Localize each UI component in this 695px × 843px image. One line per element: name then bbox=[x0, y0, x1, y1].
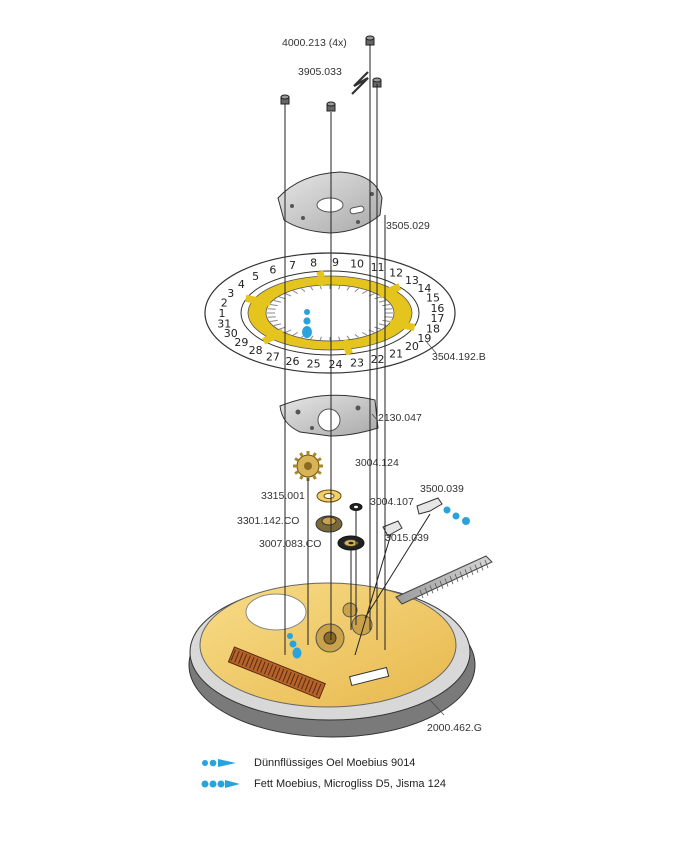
legend-grease-icon bbox=[201, 780, 240, 788]
legend-oil-icon bbox=[202, 759, 236, 767]
lever-3500-039 bbox=[416, 497, 443, 515]
oil-drop-lever bbox=[443, 506, 470, 525]
pinion-3004-124 bbox=[293, 451, 323, 481]
date-number: 30 bbox=[224, 327, 238, 340]
spring-3905-033 bbox=[351, 71, 369, 95]
date-number: 14 bbox=[417, 282, 431, 295]
date-number: 10 bbox=[350, 258, 364, 271]
date-number: 3 bbox=[227, 287, 234, 300]
date-number: 2 bbox=[221, 297, 228, 310]
mid-plate bbox=[279, 394, 379, 437]
screw bbox=[326, 101, 336, 112]
lever-3015-039 bbox=[382, 520, 403, 537]
label-plate-top: 3505.029 bbox=[386, 220, 430, 232]
date-number: 16 bbox=[430, 302, 444, 315]
date-number: 18 bbox=[426, 322, 440, 335]
date-number: 22 bbox=[371, 353, 385, 366]
washer-3315-001 bbox=[316, 489, 342, 503]
date-number: 15 bbox=[426, 292, 440, 305]
label-wheel-a: 3004.124 bbox=[355, 457, 399, 469]
label-screws: 4000.213 (4x) bbox=[282, 37, 347, 49]
date-number: 31 bbox=[217, 317, 231, 330]
label-wheel-c: 3301.142.CO bbox=[237, 515, 300, 527]
date-number: 8 bbox=[310, 257, 317, 270]
leader-lines bbox=[371, 339, 445, 716]
date-number: 29 bbox=[234, 336, 248, 349]
date-number: 9 bbox=[332, 256, 339, 269]
screw bbox=[365, 35, 375, 46]
date-number: 13 bbox=[405, 274, 419, 287]
date-number: 12 bbox=[389, 267, 403, 280]
label-lever-left: 3015.039 bbox=[385, 532, 429, 544]
screw bbox=[280, 94, 290, 105]
screws bbox=[280, 35, 382, 112]
assembly-lines bbox=[284, 44, 431, 656]
top-plate bbox=[277, 171, 383, 234]
winding-stem bbox=[395, 555, 493, 605]
ratchet-bar bbox=[227, 646, 326, 700]
jewel-3004-107 bbox=[349, 503, 363, 511]
label-movement: 2000.462.G bbox=[427, 722, 482, 734]
oil-drop-plate bbox=[287, 633, 302, 659]
date-number: 21 bbox=[389, 347, 403, 360]
date-number: 28 bbox=[249, 344, 263, 357]
label-date-disc: 3504.192.B bbox=[432, 351, 486, 363]
date-number: 17 bbox=[430, 312, 444, 325]
label-spring: 3905.033 bbox=[298, 66, 342, 78]
date-number: 19 bbox=[417, 332, 431, 345]
date-number: 6 bbox=[269, 264, 276, 277]
oil-drop-date-disc bbox=[302, 309, 312, 338]
wheel-3007-083 bbox=[337, 535, 365, 551]
legend-grease: Fett Moebius, Microgliss D5, Jisma 124 bbox=[240, 776, 446, 792]
legend-grease-text: Fett Moebius, Microgliss D5, Jisma 124 bbox=[254, 778, 446, 790]
date-number: 27 bbox=[266, 350, 280, 363]
label-wheel-b: 3004.107 bbox=[370, 496, 414, 508]
label-plate-mid: 2130.047 bbox=[378, 412, 422, 424]
date-number: 1 bbox=[219, 307, 226, 320]
date-number: 11 bbox=[371, 261, 385, 274]
label-wheel-d: 3007.083.CO bbox=[259, 538, 322, 550]
date-number: 7 bbox=[289, 259, 296, 272]
legend-oil-text: Dünnflüssiges Oel Moebius 9014 bbox=[254, 757, 416, 769]
date-number: 4 bbox=[238, 278, 245, 291]
date-number: 23 bbox=[350, 356, 364, 369]
date-number: 20 bbox=[405, 340, 419, 353]
date-number: 24 bbox=[328, 358, 342, 371]
main-plate bbox=[188, 582, 476, 738]
label-lever-right: 3500.039 bbox=[420, 483, 464, 495]
label-ring-a: 3315.001 bbox=[261, 490, 305, 502]
date-number: 25 bbox=[307, 357, 321, 370]
wheel-3301-142 bbox=[315, 515, 343, 533]
date-number: 5 bbox=[252, 270, 259, 283]
date-number: 26 bbox=[285, 355, 299, 368]
legend-oil: Dünnflüssiges Oel Moebius 9014 bbox=[240, 755, 415, 771]
